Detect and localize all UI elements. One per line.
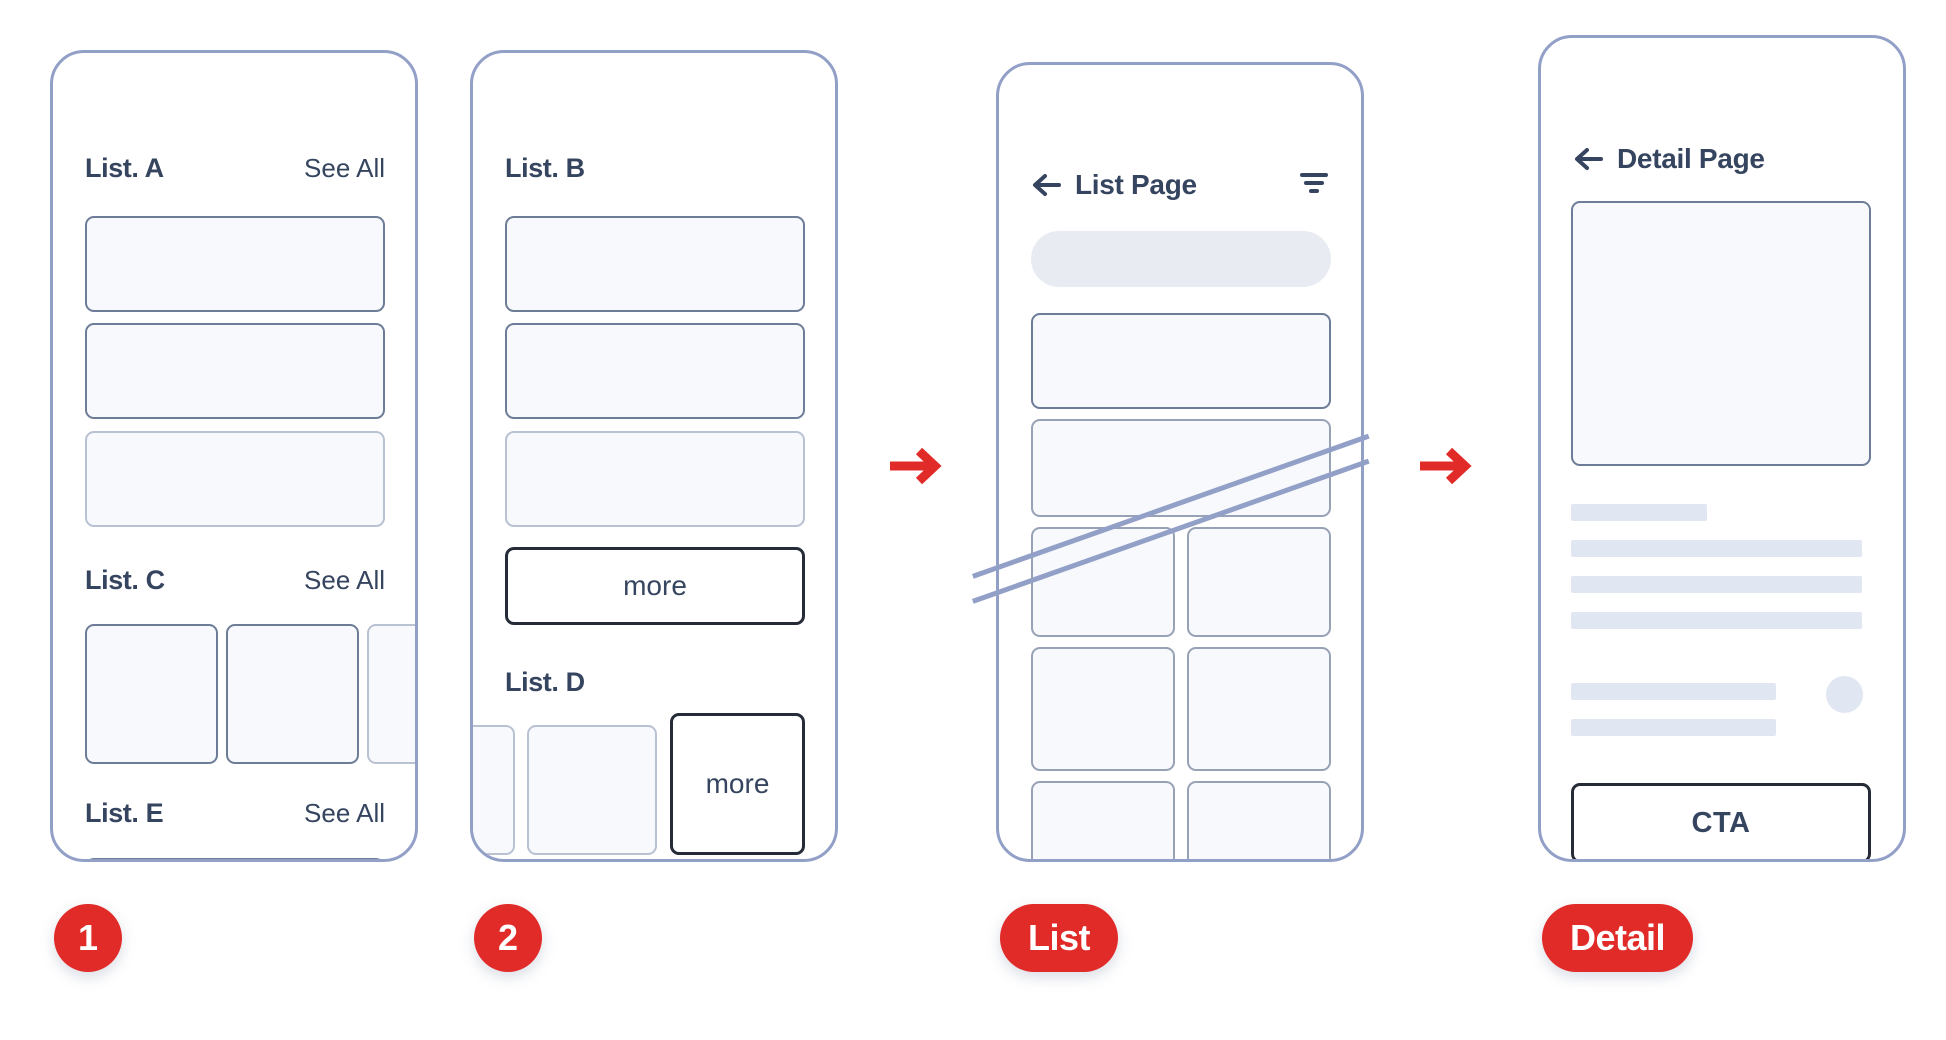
section-header-list-a: List. A See All xyxy=(85,153,385,184)
phone-screen-2: List. B more List. D more xyxy=(470,50,838,862)
search-bar[interactable] xyxy=(1031,231,1331,287)
list-e-item-1[interactable] xyxy=(85,858,385,859)
phone-screen-3: List Page xyxy=(996,62,1364,862)
step-badge-2: 2 xyxy=(474,904,542,972)
filter-icon[interactable] xyxy=(1299,170,1329,196)
list-a-item-3[interactable] xyxy=(85,431,385,527)
detail-text-line-6 xyxy=(1571,719,1776,736)
section-title-list-d: List. D xyxy=(505,667,585,697)
section-header-list-c: List. C See All xyxy=(85,565,385,596)
avatar xyxy=(1826,676,1863,713)
list-page-title: List Page xyxy=(1075,169,1197,200)
section-title-list-e: List. E xyxy=(85,798,164,828)
list-d-more-button[interactable]: more xyxy=(670,713,805,855)
detail-page-header: Detail Page xyxy=(1573,143,1765,175)
list-page-grid-cell-2[interactable] xyxy=(1187,527,1331,637)
cta-button[interactable]: CTA xyxy=(1571,783,1871,859)
step-badge-list: List xyxy=(1000,904,1119,972)
section-title-list-b: List. B xyxy=(505,153,585,183)
list-b-item-2[interactable] xyxy=(505,323,805,419)
screen-2-viewport: List. B more List. D more xyxy=(473,53,835,859)
list-page-grid-cell-1[interactable] xyxy=(1031,527,1175,637)
list-page-grid-cell-5[interactable] xyxy=(1031,781,1175,859)
phone-screen-1: List. A See All List. C See All List. E … xyxy=(50,50,418,862)
flow-arrow-1 xyxy=(890,447,942,485)
list-b-more-button[interactable]: more xyxy=(505,547,805,625)
section-header-list-b: List. B xyxy=(505,153,805,184)
list-b-item-1[interactable] xyxy=(505,216,805,312)
list-page-grid-cell-4[interactable] xyxy=(1187,647,1331,771)
detail-text-line-3 xyxy=(1571,576,1862,593)
list-d-more-label: more xyxy=(705,768,770,799)
step-badge-2-label: 2 xyxy=(497,917,519,958)
detail-text-line-4 xyxy=(1571,612,1862,629)
step-badge-1: 1 xyxy=(54,904,122,972)
list-b-more-label: more xyxy=(623,570,687,601)
list-c-item-1[interactable] xyxy=(85,624,218,764)
see-all-link-list-e[interactable]: See All xyxy=(304,798,385,828)
step-badge-detail: Detail xyxy=(1542,904,1694,972)
detail-page-title: Detail Page xyxy=(1617,143,1765,174)
screen-1-viewport: List. A See All List. C See All List. E … xyxy=(53,53,415,859)
list-d-item-1[interactable] xyxy=(473,725,515,855)
detail-text-line-2 xyxy=(1571,540,1862,557)
list-c-item-2[interactable] xyxy=(226,624,359,764)
see-all-link-list-c[interactable]: See All xyxy=(304,565,385,595)
step-badge-1-label: 1 xyxy=(77,917,99,958)
step-badge-list-label: List xyxy=(1028,917,1091,958)
section-title-list-c: List. C xyxy=(85,565,165,595)
detail-hero-image xyxy=(1571,201,1871,466)
section-title-list-a: List. A xyxy=(85,153,164,183)
phone-screen-4: Detail Page CTA xyxy=(1538,35,1906,862)
screen-4-viewport: Detail Page CTA xyxy=(1541,38,1903,859)
list-page-grid-cell-6[interactable] xyxy=(1187,781,1331,859)
detail-text-line-1 xyxy=(1571,504,1707,521)
list-page-header: List Page xyxy=(1031,169,1197,201)
list-page-card-1[interactable] xyxy=(1031,313,1331,409)
list-c-item-3[interactable] xyxy=(367,624,415,764)
list-a-item-1[interactable] xyxy=(85,216,385,312)
list-b-item-3[interactable] xyxy=(505,431,805,527)
section-header-list-d: List. D xyxy=(505,667,805,698)
list-a-item-2[interactable] xyxy=(85,323,385,419)
screen-3-viewport: List Page xyxy=(999,65,1361,859)
see-all-link-list-a[interactable]: See All xyxy=(304,153,385,183)
flow-arrow-2 xyxy=(1420,447,1472,485)
step-badge-detail-label: Detail xyxy=(1570,917,1666,958)
arrow-left-icon[interactable] xyxy=(1031,172,1061,198)
detail-text-line-5 xyxy=(1571,683,1776,700)
cta-label: CTA xyxy=(1691,806,1751,839)
list-d-item-2[interactable] xyxy=(527,725,657,855)
list-page-grid-cell-3[interactable] xyxy=(1031,647,1175,771)
arrow-left-icon[interactable] xyxy=(1573,146,1603,172)
section-header-list-e: List. E See All xyxy=(85,798,385,829)
